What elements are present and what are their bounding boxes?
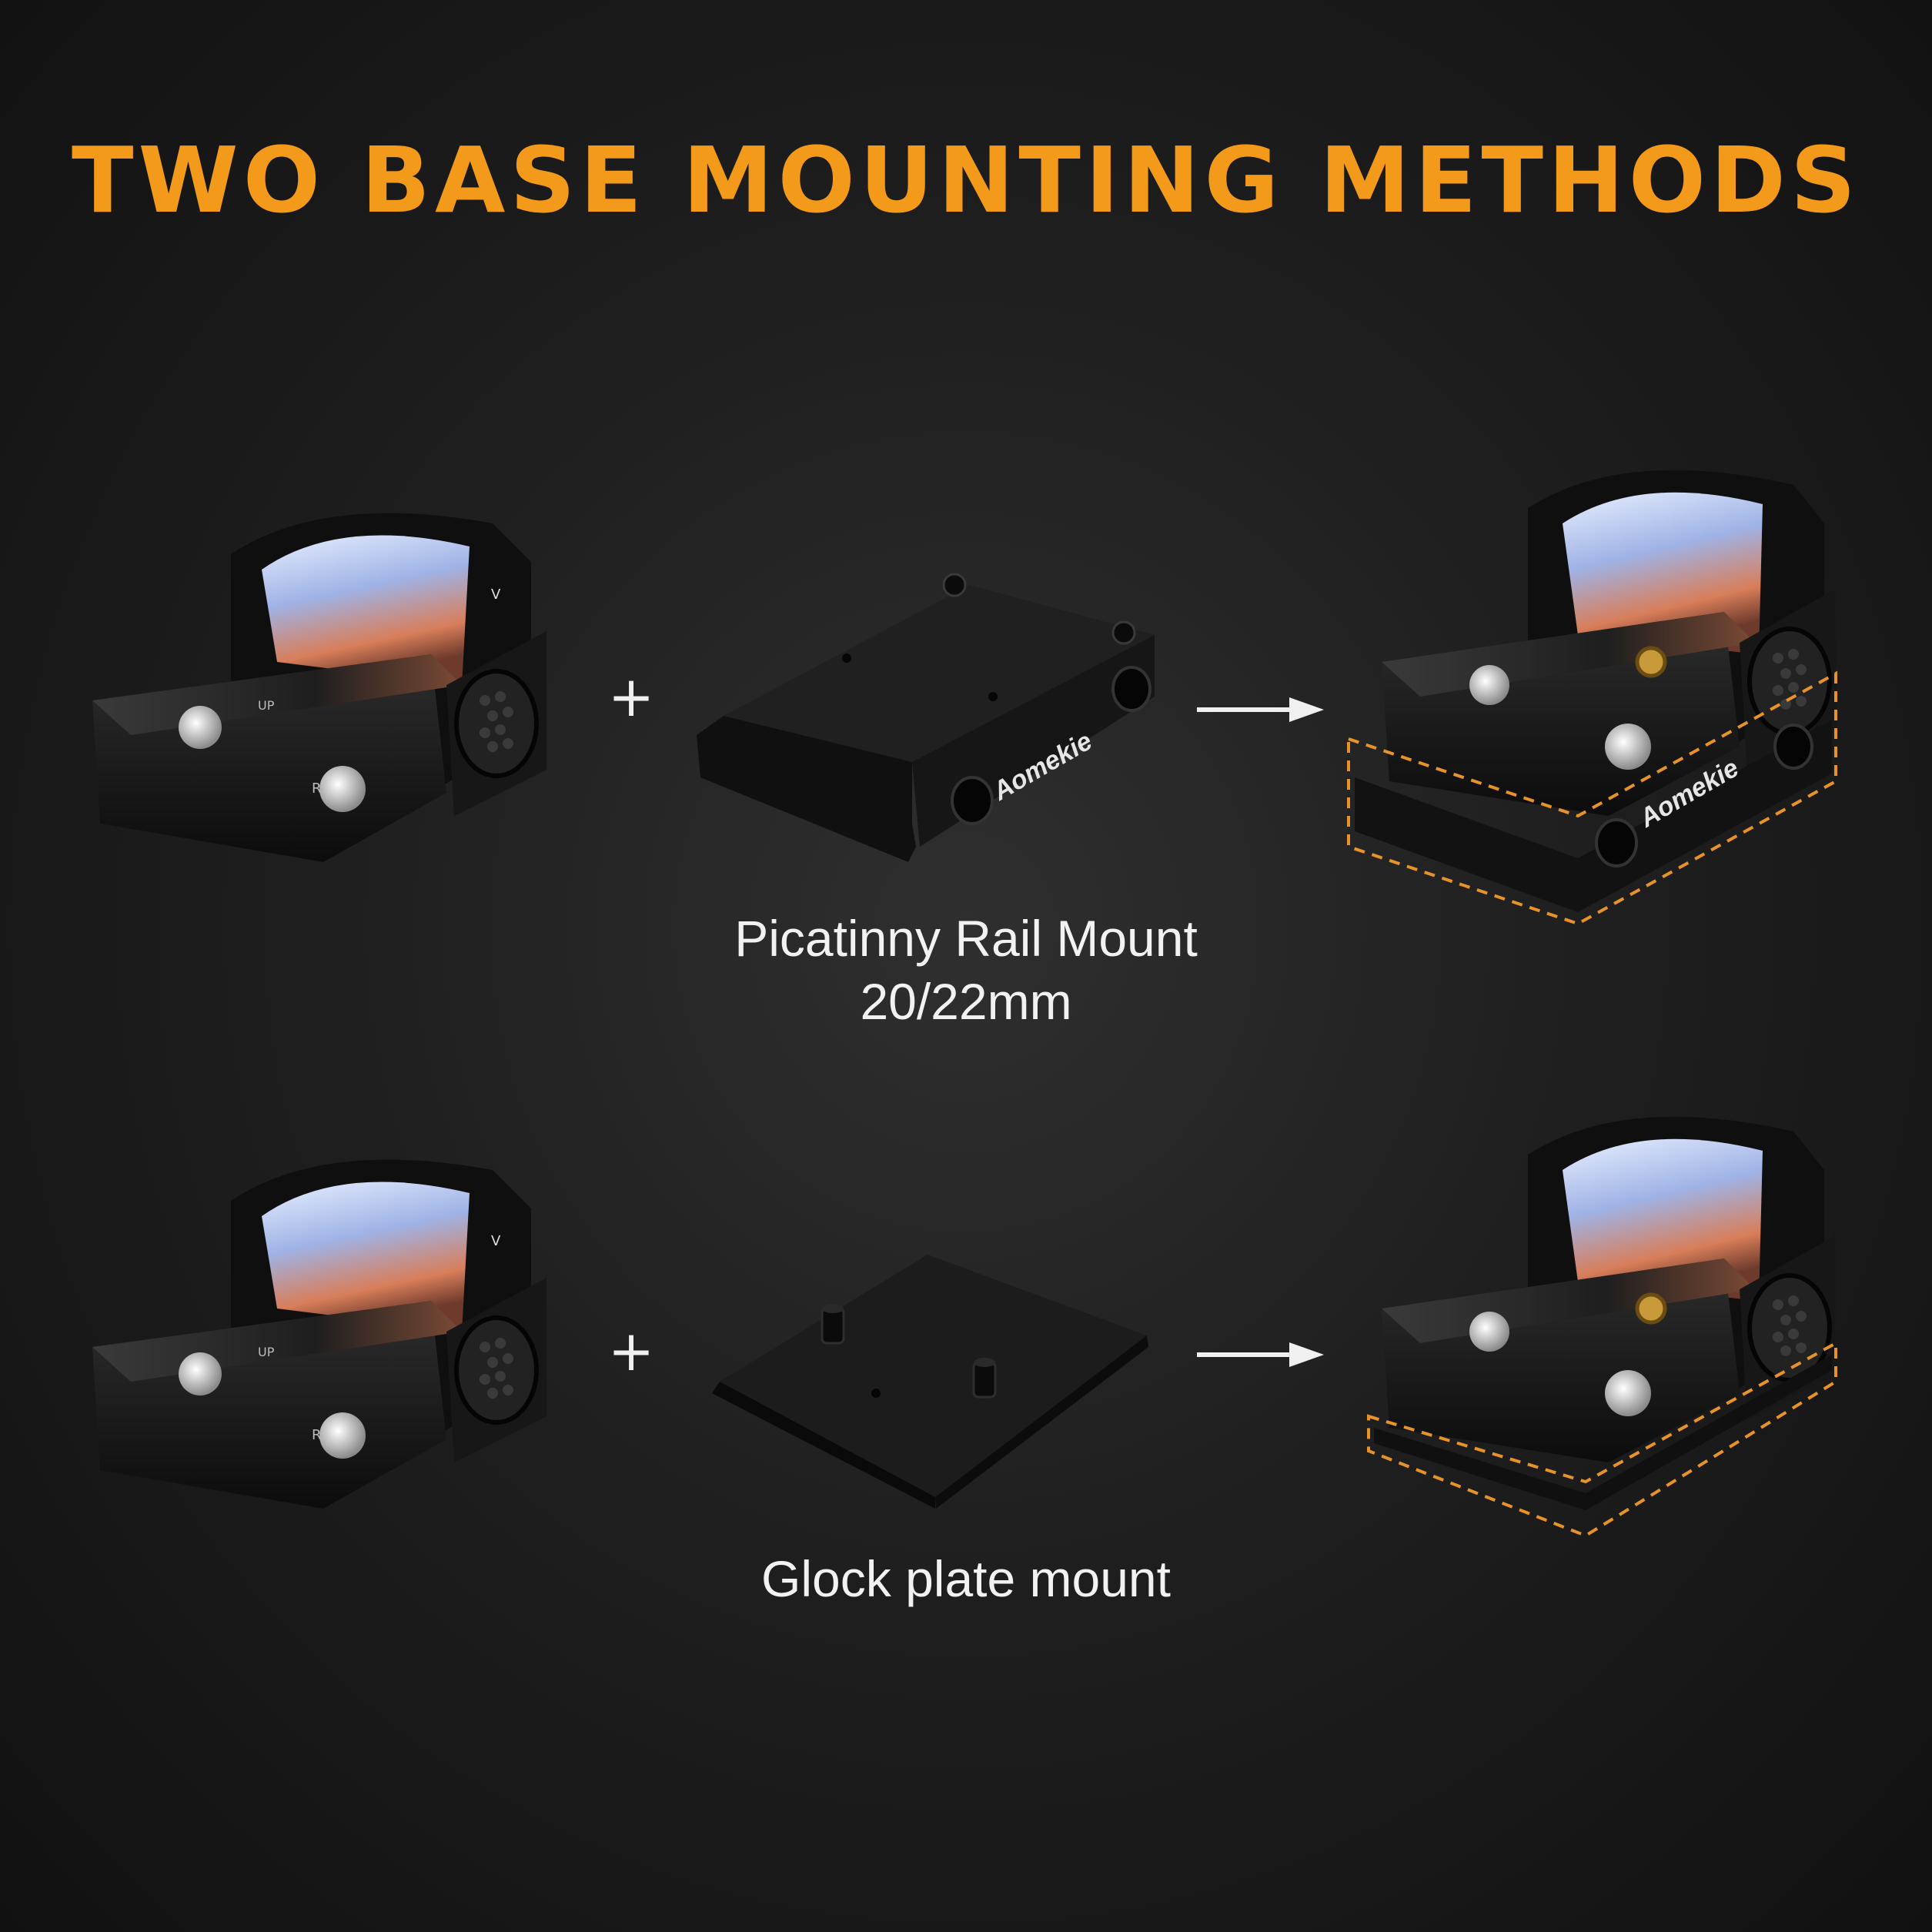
assembled-sight-picatinny: Aomekie — [1347, 470, 1837, 926]
windage-knob — [179, 706, 222, 749]
sight-badge: V — [491, 587, 501, 603]
arrow-icon-2 — [1197, 1342, 1324, 1367]
elevation-knob — [319, 766, 366, 812]
caption-picatinny: Picatinny Rail Mount 20/22mm — [0, 907, 1932, 1033]
page-title: TWO BASE MOUNTING METHODS — [72, 127, 1860, 233]
sight-up-mark: UP — [258, 698, 275, 713]
sight-badge-2: V — [491, 1233, 501, 1249]
sight-r-mark-2: R — [312, 1427, 322, 1443]
sight-r-mark: R — [312, 780, 322, 797]
base-highlight-outline — [1347, 670, 1837, 926]
picatinny-rail-mount: Aomekie — [697, 573, 1155, 862]
sight-up-mark-2: UP — [258, 1345, 275, 1359]
caption-picatinny-line-2: 20/22mm — [860, 973, 1072, 1030]
caption-picatinny-line-1: Picatinny Rail Mount — [734, 910, 1198, 967]
plus-sign: + — [608, 664, 654, 729]
arrow-icon — [1197, 697, 1324, 722]
red-dot-sight-left: UP R V — [92, 513, 547, 862]
assembled-sight-glock — [1367, 1116, 1837, 1538]
plus-sign-2: + — [608, 1319, 654, 1383]
row-picatinny: UP R V + Aomekie — [92, 470, 1837, 926]
glock-plate-mount — [712, 1255, 1148, 1509]
caption-glock-line-1: Glock plate mount — [761, 1550, 1171, 1607]
caption-glock: Glock plate mount — [0, 1547, 1932, 1610]
plate-highlight-outline — [1367, 1340, 1837, 1538]
row-glock: UP R V + — [92, 1116, 1837, 1538]
red-dot-sight-left-2: UP R V — [92, 1159, 547, 1509]
